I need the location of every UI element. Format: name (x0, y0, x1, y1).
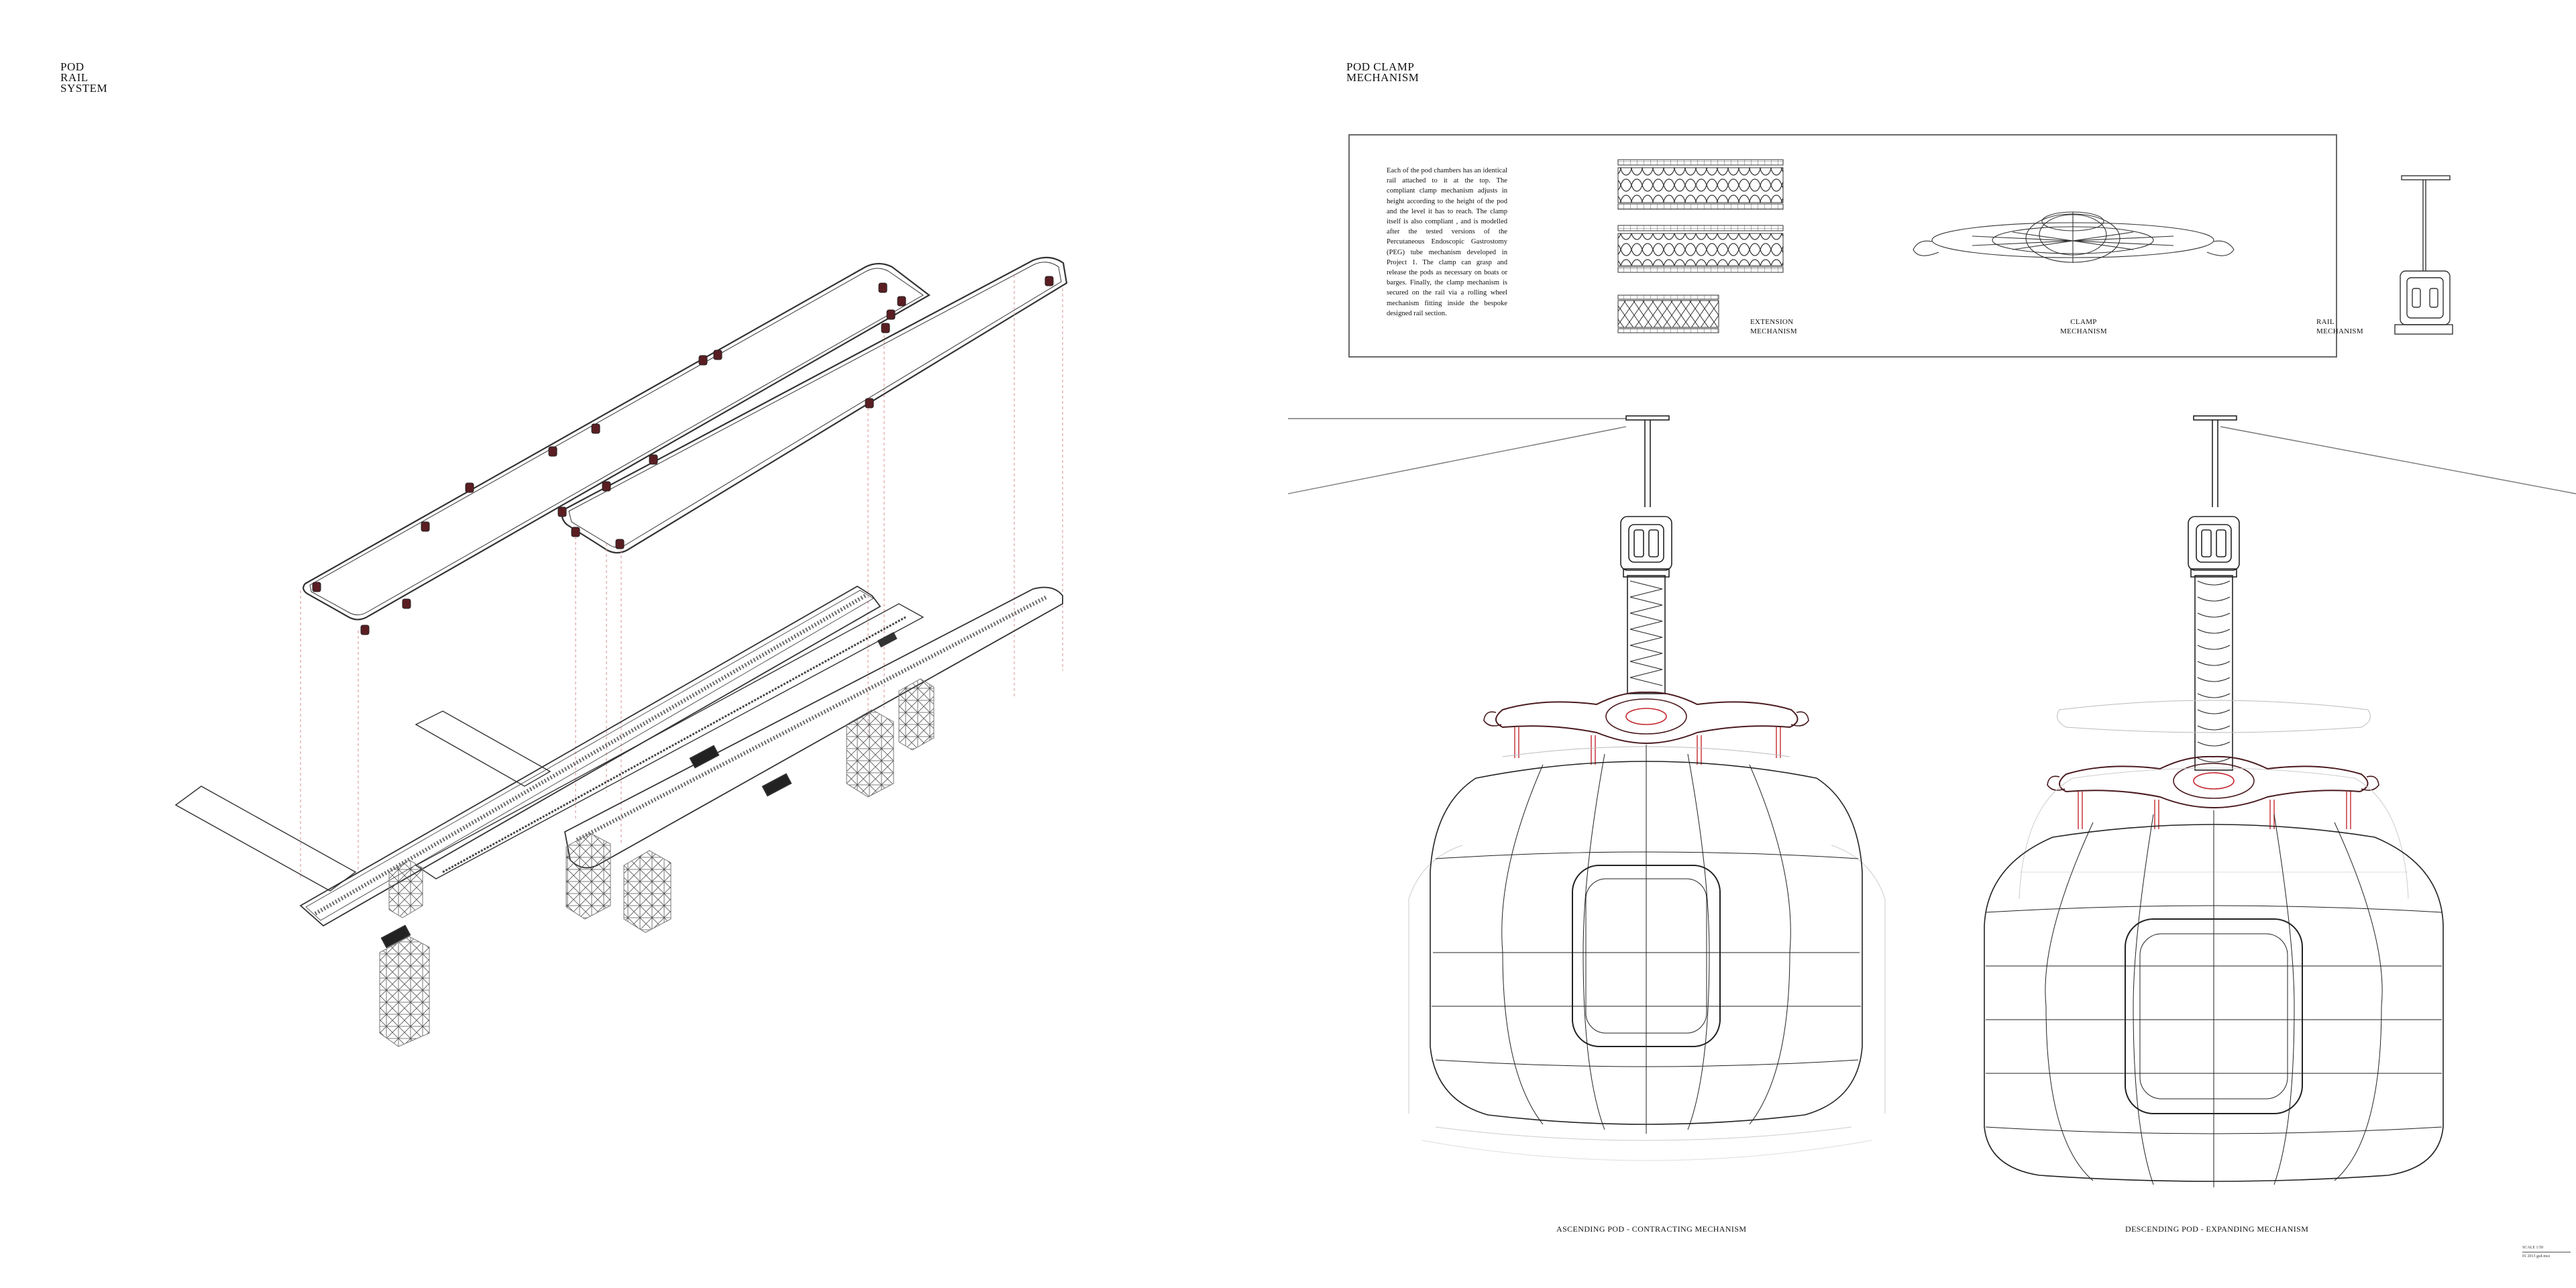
clamp-mechanism-caption: CLAMP MECHANISM (2060, 318, 2107, 335)
lower-platform-a (299, 585, 881, 927)
descending-pod-drawing (1984, 415, 2444, 1187)
rail-mechanism-caption: RAIL MECHANISM (2316, 318, 2363, 335)
projection-guides (300, 275, 1063, 879)
lower-platform-center (415, 603, 924, 879)
extension-mechanism-caption: EXTENSION MECHANISM (1750, 318, 1797, 335)
extension-mechanism-drawings (1617, 159, 1784, 333)
pod-clamp-mechanism-title: POD CLAMP MECHANISM (1346, 60, 1419, 84)
clamp-info-panel: Each of the pod chambers has an identica… (1348, 134, 2363, 358)
support-towers (379, 678, 934, 1047)
mechanism-description: Each of the pod chambers has an identica… (1387, 167, 1507, 317)
upper-rail-loop-a (303, 262, 930, 621)
jetty-mid (415, 710, 551, 787)
descending-pod-caption: DESCENDING POD - EXPANDING MECHANISM (2125, 1224, 2309, 1234)
stamp-line-2: 01 2013 gsd-msx (2522, 1254, 2551, 1258)
pod-rail-system-title: POD RAIL SYSTEM (60, 60, 108, 95)
cables (1287, 418, 2576, 494)
pod-rail-axonometric (174, 256, 1068, 1047)
title-block-stamp: SCALE 1:50 01 2013 gsd-msx (2522, 1245, 2571, 1272)
ascending-pod-caption: ASCENDING POD - CONTRACTING MECHANISM (1556, 1224, 1747, 1234)
ascending-pod-drawing (1408, 415, 1886, 1161)
upper-rail-loop-b (561, 256, 1068, 554)
lower-platform-b (564, 586, 1063, 869)
rail-mechanism-drawing (2394, 175, 2453, 335)
clamp-mechanism-drawing (1913, 211, 2235, 263)
pod-markers (312, 276, 1054, 635)
stamp-line-1: SCALE 1:50 (2522, 1246, 2544, 1250)
jetty-left (174, 786, 357, 892)
